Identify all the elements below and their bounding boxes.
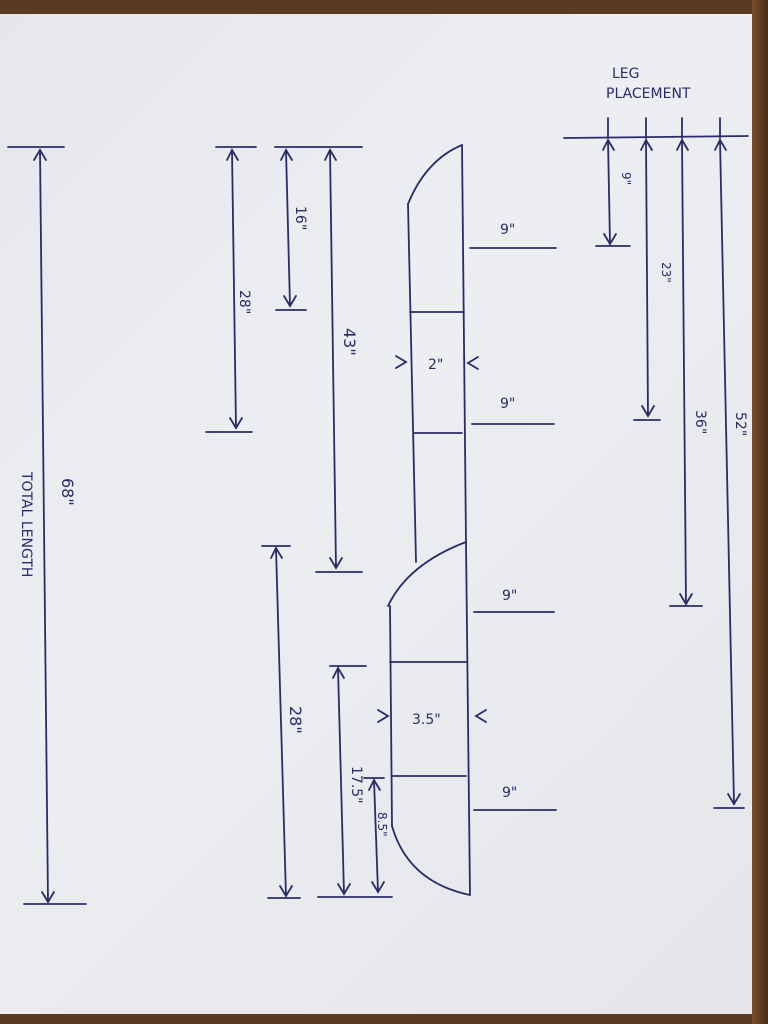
total-length-dimension <box>7 146 87 905</box>
dimension-16-label: 16" <box>292 206 308 230</box>
total-length-label: TOTAL LENGTH <box>18 471 34 577</box>
desk-edge <box>752 0 768 1024</box>
width-2-arrows <box>395 355 479 370</box>
leg-position-9 <box>595 138 631 247</box>
leg-placement-title-line2: PLACEMENT <box>606 86 691 102</box>
leg-position-52-label: 52" <box>732 412 748 436</box>
leg-label-c: 9" <box>502 588 517 604</box>
dimension-17-5-label: 17.5" <box>348 766 364 804</box>
paper-sheet <box>0 14 768 1014</box>
width-3-5-label: 3.5" <box>412 712 441 728</box>
width-2-label: 2" <box>428 357 443 373</box>
leg-label-b: 9" <box>500 396 515 412</box>
leg-position-52 <box>713 138 745 809</box>
leg-position-36 <box>669 138 703 607</box>
leg-placement-title-line1: LEG <box>612 66 640 82</box>
dimension-8-5-label: 8.5" <box>375 812 389 837</box>
leg-position-23-label: 23" <box>659 262 673 283</box>
leg-position-9-label: 9" <box>619 172 633 185</box>
lower-piece <box>387 541 471 896</box>
dimension-8-5 <box>363 777 385 894</box>
dimension-16 <box>274 146 363 311</box>
leg-label-d: 9" <box>502 785 517 801</box>
dimension-43 <box>315 148 363 573</box>
dimension-28-lower <box>261 545 301 899</box>
total-length-value: 68" <box>58 478 77 506</box>
leg-position-36-label: 36" <box>692 410 708 434</box>
dimension-28-upper-label: 28" <box>236 290 252 314</box>
leg-label-a: 9" <box>500 222 515 238</box>
dimension-43-label: 43" <box>340 328 359 356</box>
leg-position-23 <box>633 138 661 421</box>
dimension-28-lower-label: 28" <box>286 706 305 734</box>
leg-placement-baseline <box>563 117 749 139</box>
dimension-28-upper <box>205 146 257 433</box>
upper-piece <box>407 144 467 563</box>
dimension-17-5 <box>317 665 393 898</box>
width-3-5-arrows <box>377 709 487 723</box>
